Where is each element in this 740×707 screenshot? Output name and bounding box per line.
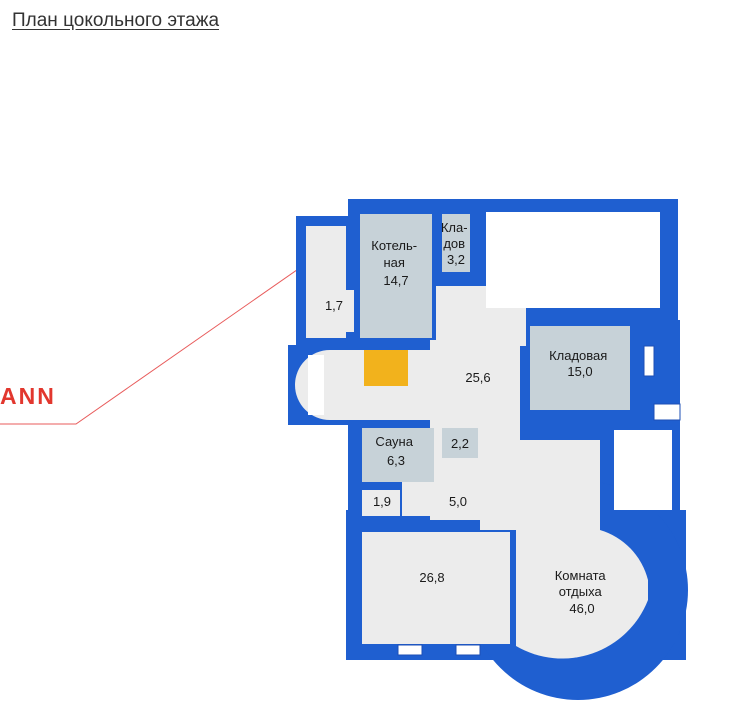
room-label-boiler: Котель- ная 14,7 xyxy=(371,238,420,288)
room-label-room-left: 26,8 xyxy=(419,570,444,585)
tiled-rooms xyxy=(360,214,630,482)
brand-logo-fragment: ANN xyxy=(0,383,56,409)
open-areas xyxy=(308,212,672,510)
room-label-pantry: Кладовая 15,0 xyxy=(549,348,611,379)
page-title: План цокольного этажа xyxy=(12,10,220,31)
room-label-wc: 1,9 xyxy=(373,494,391,509)
room-label-sauna: Сауна 6,3 xyxy=(375,434,416,468)
room-label-hall-top-left: 1,7 xyxy=(325,298,343,313)
room-label-recreation: Комната отдыха 46,0 xyxy=(555,568,610,616)
room-label-hall: 25,6 xyxy=(465,370,490,385)
windows xyxy=(397,345,681,656)
room-label-shower: 2,2 xyxy=(451,436,469,451)
room-label-corridor: 5,0 xyxy=(449,494,467,509)
stairs xyxy=(364,350,408,386)
room-label-pantry-small: Кла- дов 3,2 xyxy=(441,220,471,267)
leader-line xyxy=(0,218,371,425)
room-labels: Котель- ная 14,7 Кла- дов 3,2 1,7 25,6 К… xyxy=(325,220,611,616)
